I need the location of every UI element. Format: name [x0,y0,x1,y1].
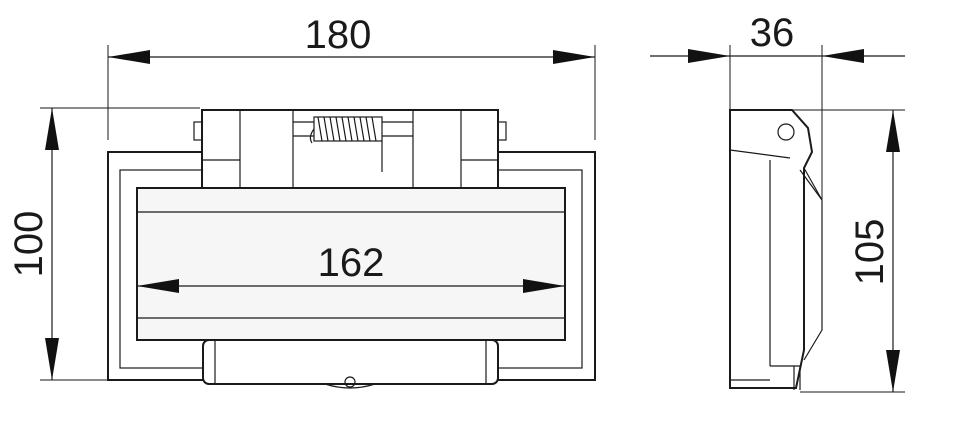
side-view: 36 105 [650,11,905,393]
hinge-assembly [193,109,507,189]
lid-panel [136,187,566,341]
dimension-side-depth: 36 [650,11,905,200]
dimension-overall-width: 180 [107,13,596,140]
lock-hole [344,376,356,388]
hinge-pin [777,123,795,141]
dim-label-162: 162 [318,241,385,285]
dimension-side-height: 105 [792,109,905,393]
dim-label-100: 100 [7,211,51,278]
spring [309,116,383,172]
dim-label-180: 180 [305,13,372,57]
dimension-inner-width: 162 [137,241,565,293]
handle [202,339,499,389]
front-view: 180 162 100 [7,13,596,389]
dim-label-105: 105 [848,219,892,286]
dimension-height: 100 [7,107,200,381]
dim-label-36: 36 [750,11,795,55]
side-body [729,109,823,390]
